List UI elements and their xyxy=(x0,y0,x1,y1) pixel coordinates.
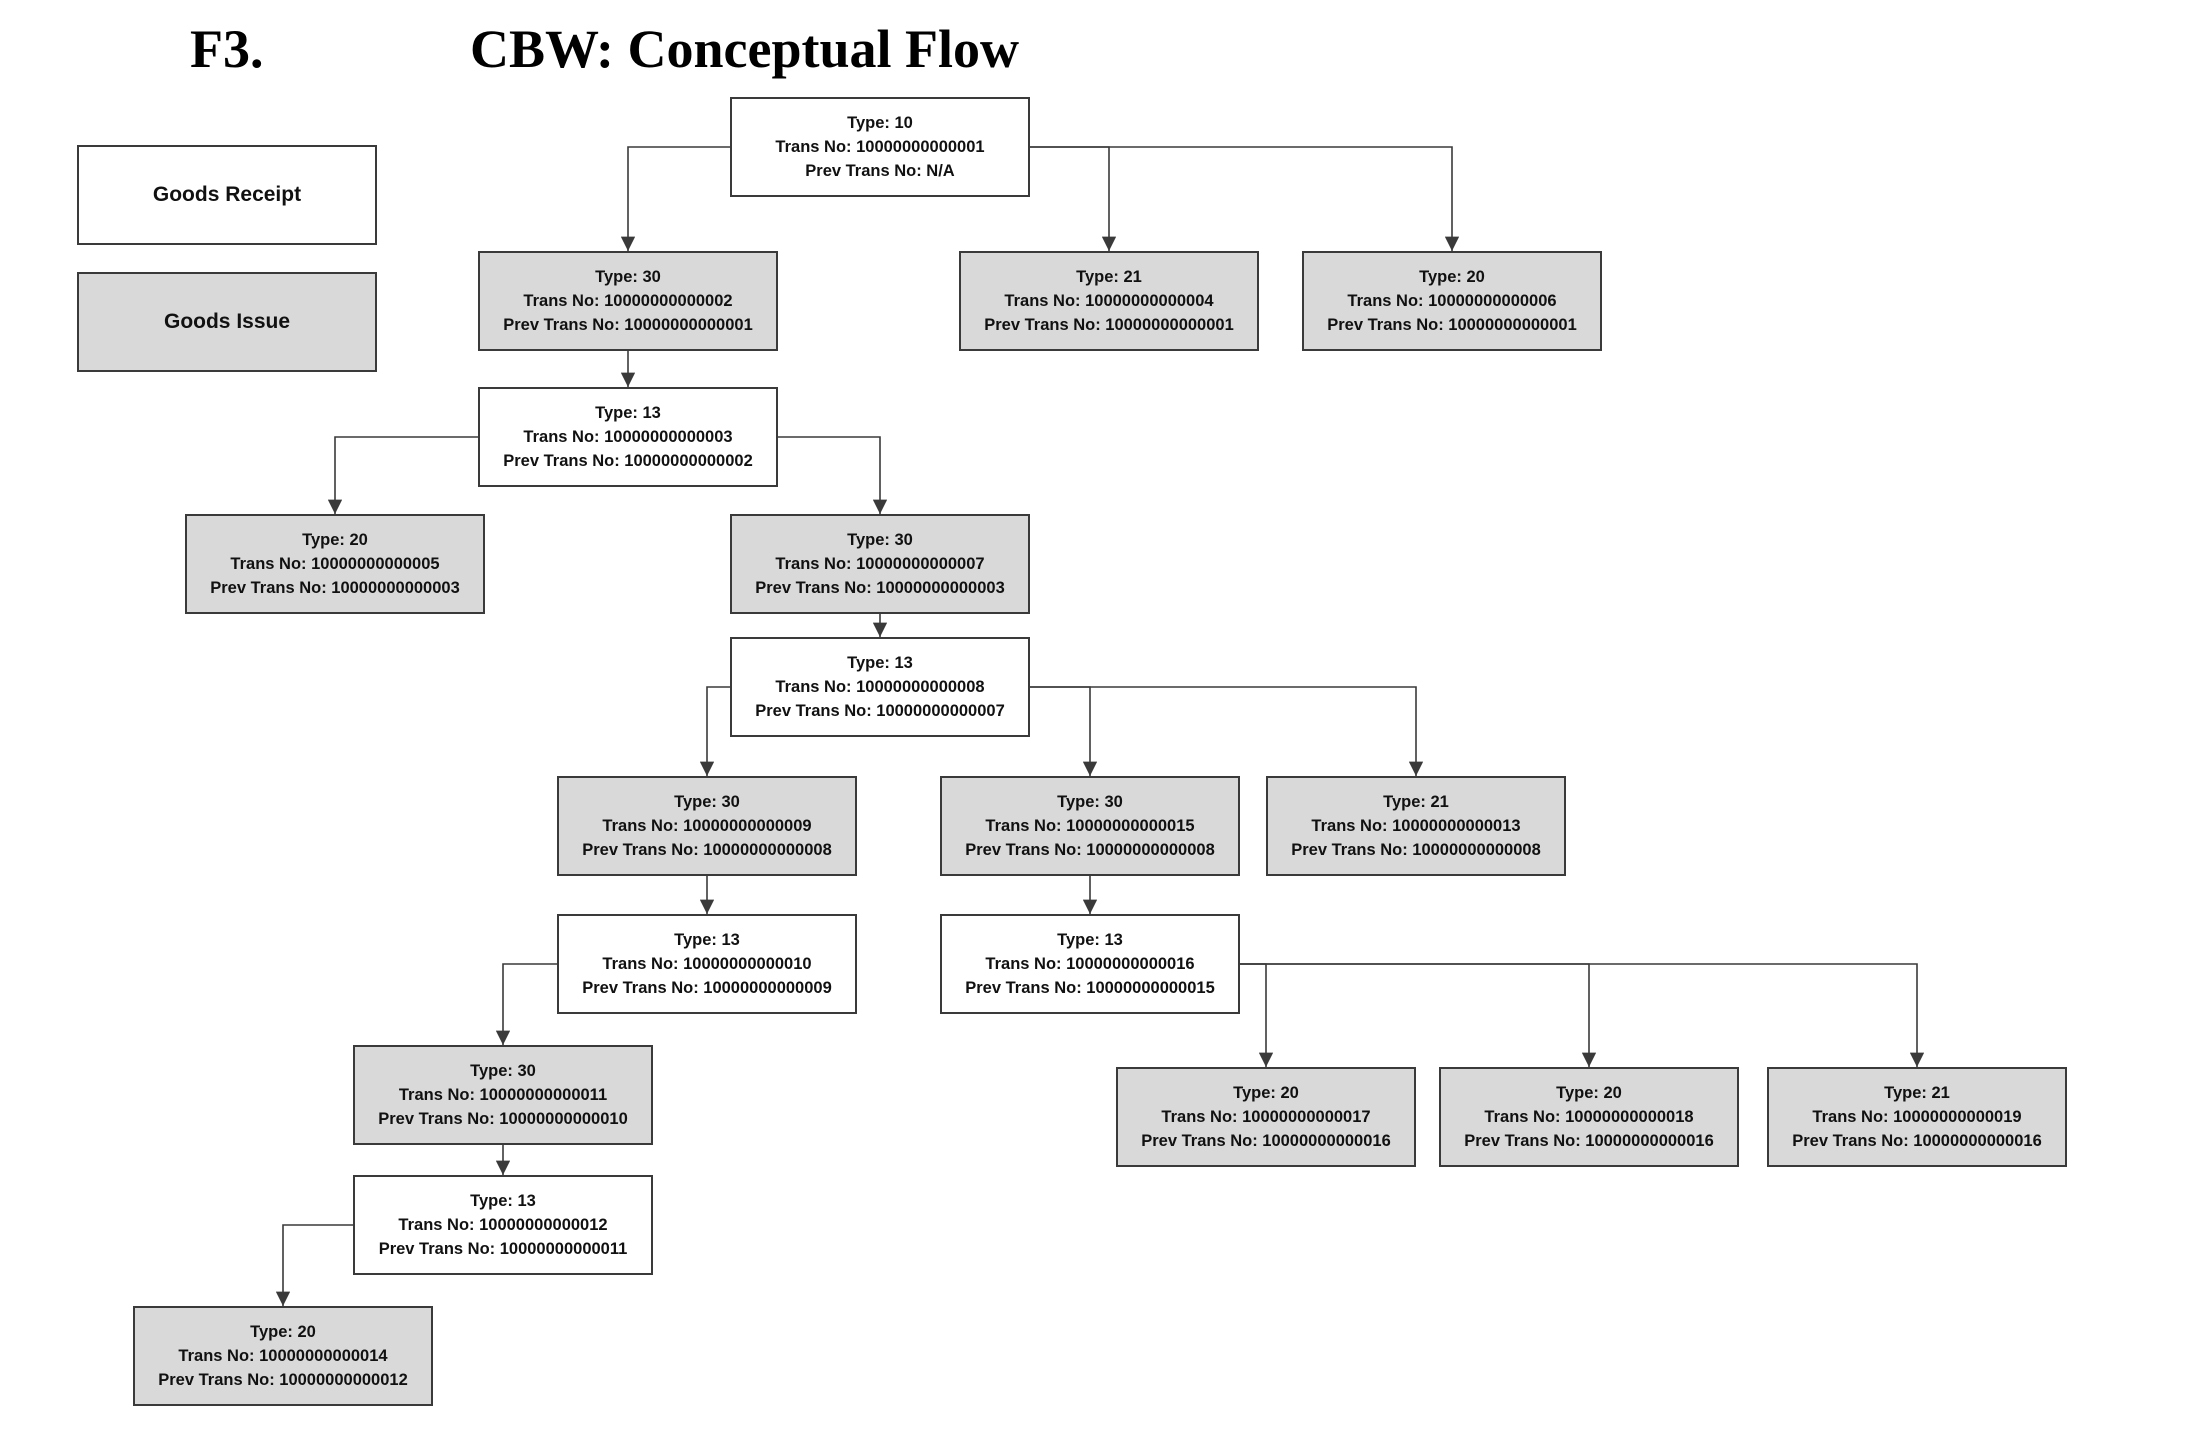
node-type: Type: 13 xyxy=(470,1192,536,1210)
node-type: Type: 13 xyxy=(595,404,661,422)
node-trans-no: Trans No: 10000000000001 xyxy=(775,138,985,156)
node-trans-no: Trans No: 10000000000007 xyxy=(775,555,985,573)
node-prev-trans-no: Prev Trans No: 10000000000016 xyxy=(1792,1132,2042,1150)
node-trans-no: Trans No: 10000000000013 xyxy=(1311,817,1521,835)
node-trans-no: Trans No: 10000000000011 xyxy=(398,1086,608,1104)
node-trans-no: Trans No: 10000000000005 xyxy=(230,555,440,573)
node-prev-trans-no: Prev Trans No: 10000000000003 xyxy=(210,579,460,597)
diagram-title: CBW: Conceptual Flow xyxy=(470,19,1020,79)
node-trans-no: Trans No: 10000000000012 xyxy=(398,1216,608,1234)
connector-n16-n17 xyxy=(1240,963,1274,1067)
node-type: Type: 20 xyxy=(302,531,368,549)
node-type: Type: 30 xyxy=(595,268,661,286)
node-trans-no: Trans No: 10000000000009 xyxy=(602,817,812,835)
node-trans-no: Trans No: 10000000000017 xyxy=(1161,1108,1371,1126)
node-trans-no: Trans No: 10000000000002 xyxy=(523,292,733,310)
node-type: Type: 21 xyxy=(1076,268,1142,286)
figure-number: F3. xyxy=(190,19,264,79)
connector-n8-n9 xyxy=(699,686,730,776)
node-prev-trans-no: Prev Trans No: 10000000000011 xyxy=(378,1240,628,1258)
connector-n8-n15 xyxy=(1030,686,1098,776)
connector-n1-n2 xyxy=(620,146,730,251)
node-type: Type: 21 xyxy=(1383,793,1449,811)
node-type: Type: 20 xyxy=(1419,268,1485,286)
node-prev-trans-no: Prev Trans No: 10000000000009 xyxy=(582,979,832,997)
node-prev-trans-no: Prev Trans No: 10000000000002 xyxy=(503,452,753,470)
node-type: Type: 20 xyxy=(1556,1084,1622,1102)
node-trans-no: Trans No: 10000000000016 xyxy=(985,955,1195,973)
connector-n8-n13 xyxy=(1030,686,1424,776)
node-prev-trans-no: Prev Trans No: 10000000000001 xyxy=(1327,316,1577,334)
node-prev-trans-no: Prev Trans No: 10000000000001 xyxy=(503,316,753,334)
node-prev-trans-no: Prev Trans No: 10000000000016 xyxy=(1141,1132,1391,1150)
node-trans-no: Trans No: 10000000000014 xyxy=(178,1347,388,1365)
legend-goods-receipt: Goods Receipt xyxy=(77,145,377,245)
node-type: Type: 30 xyxy=(1057,793,1123,811)
node-prev-trans-no: Prev Trans No: 10000000000008 xyxy=(1291,841,1541,859)
node-trans-no: Trans No: 10000000000003 xyxy=(523,428,733,446)
node-trans-no: Trans No: 10000000000008 xyxy=(775,678,985,696)
node-type: Type: 30 xyxy=(847,531,913,549)
node-trans-no: Trans No: 10000000000010 xyxy=(602,955,812,973)
node-prev-trans-no: Prev Trans No: 10000000000012 xyxy=(158,1371,408,1389)
node-trans-no: Trans No: 10000000000006 xyxy=(1347,292,1557,310)
connector-n10-n11 xyxy=(495,963,557,1045)
node-prev-trans-no: Prev Trans No: 10000000000008 xyxy=(582,841,832,859)
node-prev-trans-no: Prev Trans No: 10000000000008 xyxy=(965,841,1215,859)
node-type: Type: 20 xyxy=(250,1323,316,1341)
node-type: Type: 10 xyxy=(847,114,913,132)
node-type: Type: 21 xyxy=(1884,1084,1950,1102)
connector-n16-n18 xyxy=(1240,963,1597,1067)
node-prev-trans-no: Prev Trans No: 10000000000016 xyxy=(1464,1132,1714,1150)
node-type: Type: 30 xyxy=(470,1062,536,1080)
node-type: Type: 13 xyxy=(847,654,913,672)
node-prev-trans-no: Prev Trans No: 10000000000007 xyxy=(755,702,1005,720)
connector-n12-n14 xyxy=(275,1224,353,1306)
connector-n1-n4 xyxy=(1030,146,1117,251)
node-type: Type: 13 xyxy=(1057,931,1123,949)
node-trans-no: Trans No: 10000000000004 xyxy=(1004,292,1214,310)
connector-n3-n5 xyxy=(327,436,478,514)
connector-n3-n7 xyxy=(778,436,888,514)
node-trans-no: Trans No: 10000000000015 xyxy=(985,817,1195,835)
node-prev-trans-no: Prev Trans No: 10000000000001 xyxy=(984,316,1234,334)
node-trans-no: Trans No: 10000000000018 xyxy=(1484,1108,1694,1126)
legend-goods-issue: Goods Issue xyxy=(77,272,377,372)
node-type: Type: 20 xyxy=(1233,1084,1299,1102)
node-prev-trans-no: Prev Trans No: 10000000000015 xyxy=(965,979,1215,997)
node-prev-trans-no: Prev Trans No: N/A xyxy=(805,162,955,180)
node-type: Type: 13 xyxy=(674,931,740,949)
connector-n1-n6 xyxy=(1030,146,1460,251)
node-prev-trans-no: Prev Trans No: 10000000000010 xyxy=(378,1110,628,1128)
node-type: Type: 30 xyxy=(674,793,740,811)
node-prev-trans-no: Prev Trans No: 10000000000003 xyxy=(755,579,1005,597)
connector-n16-n19 xyxy=(1240,963,1925,1067)
node-trans-no: Trans No: 10000000000019 xyxy=(1812,1108,2022,1126)
